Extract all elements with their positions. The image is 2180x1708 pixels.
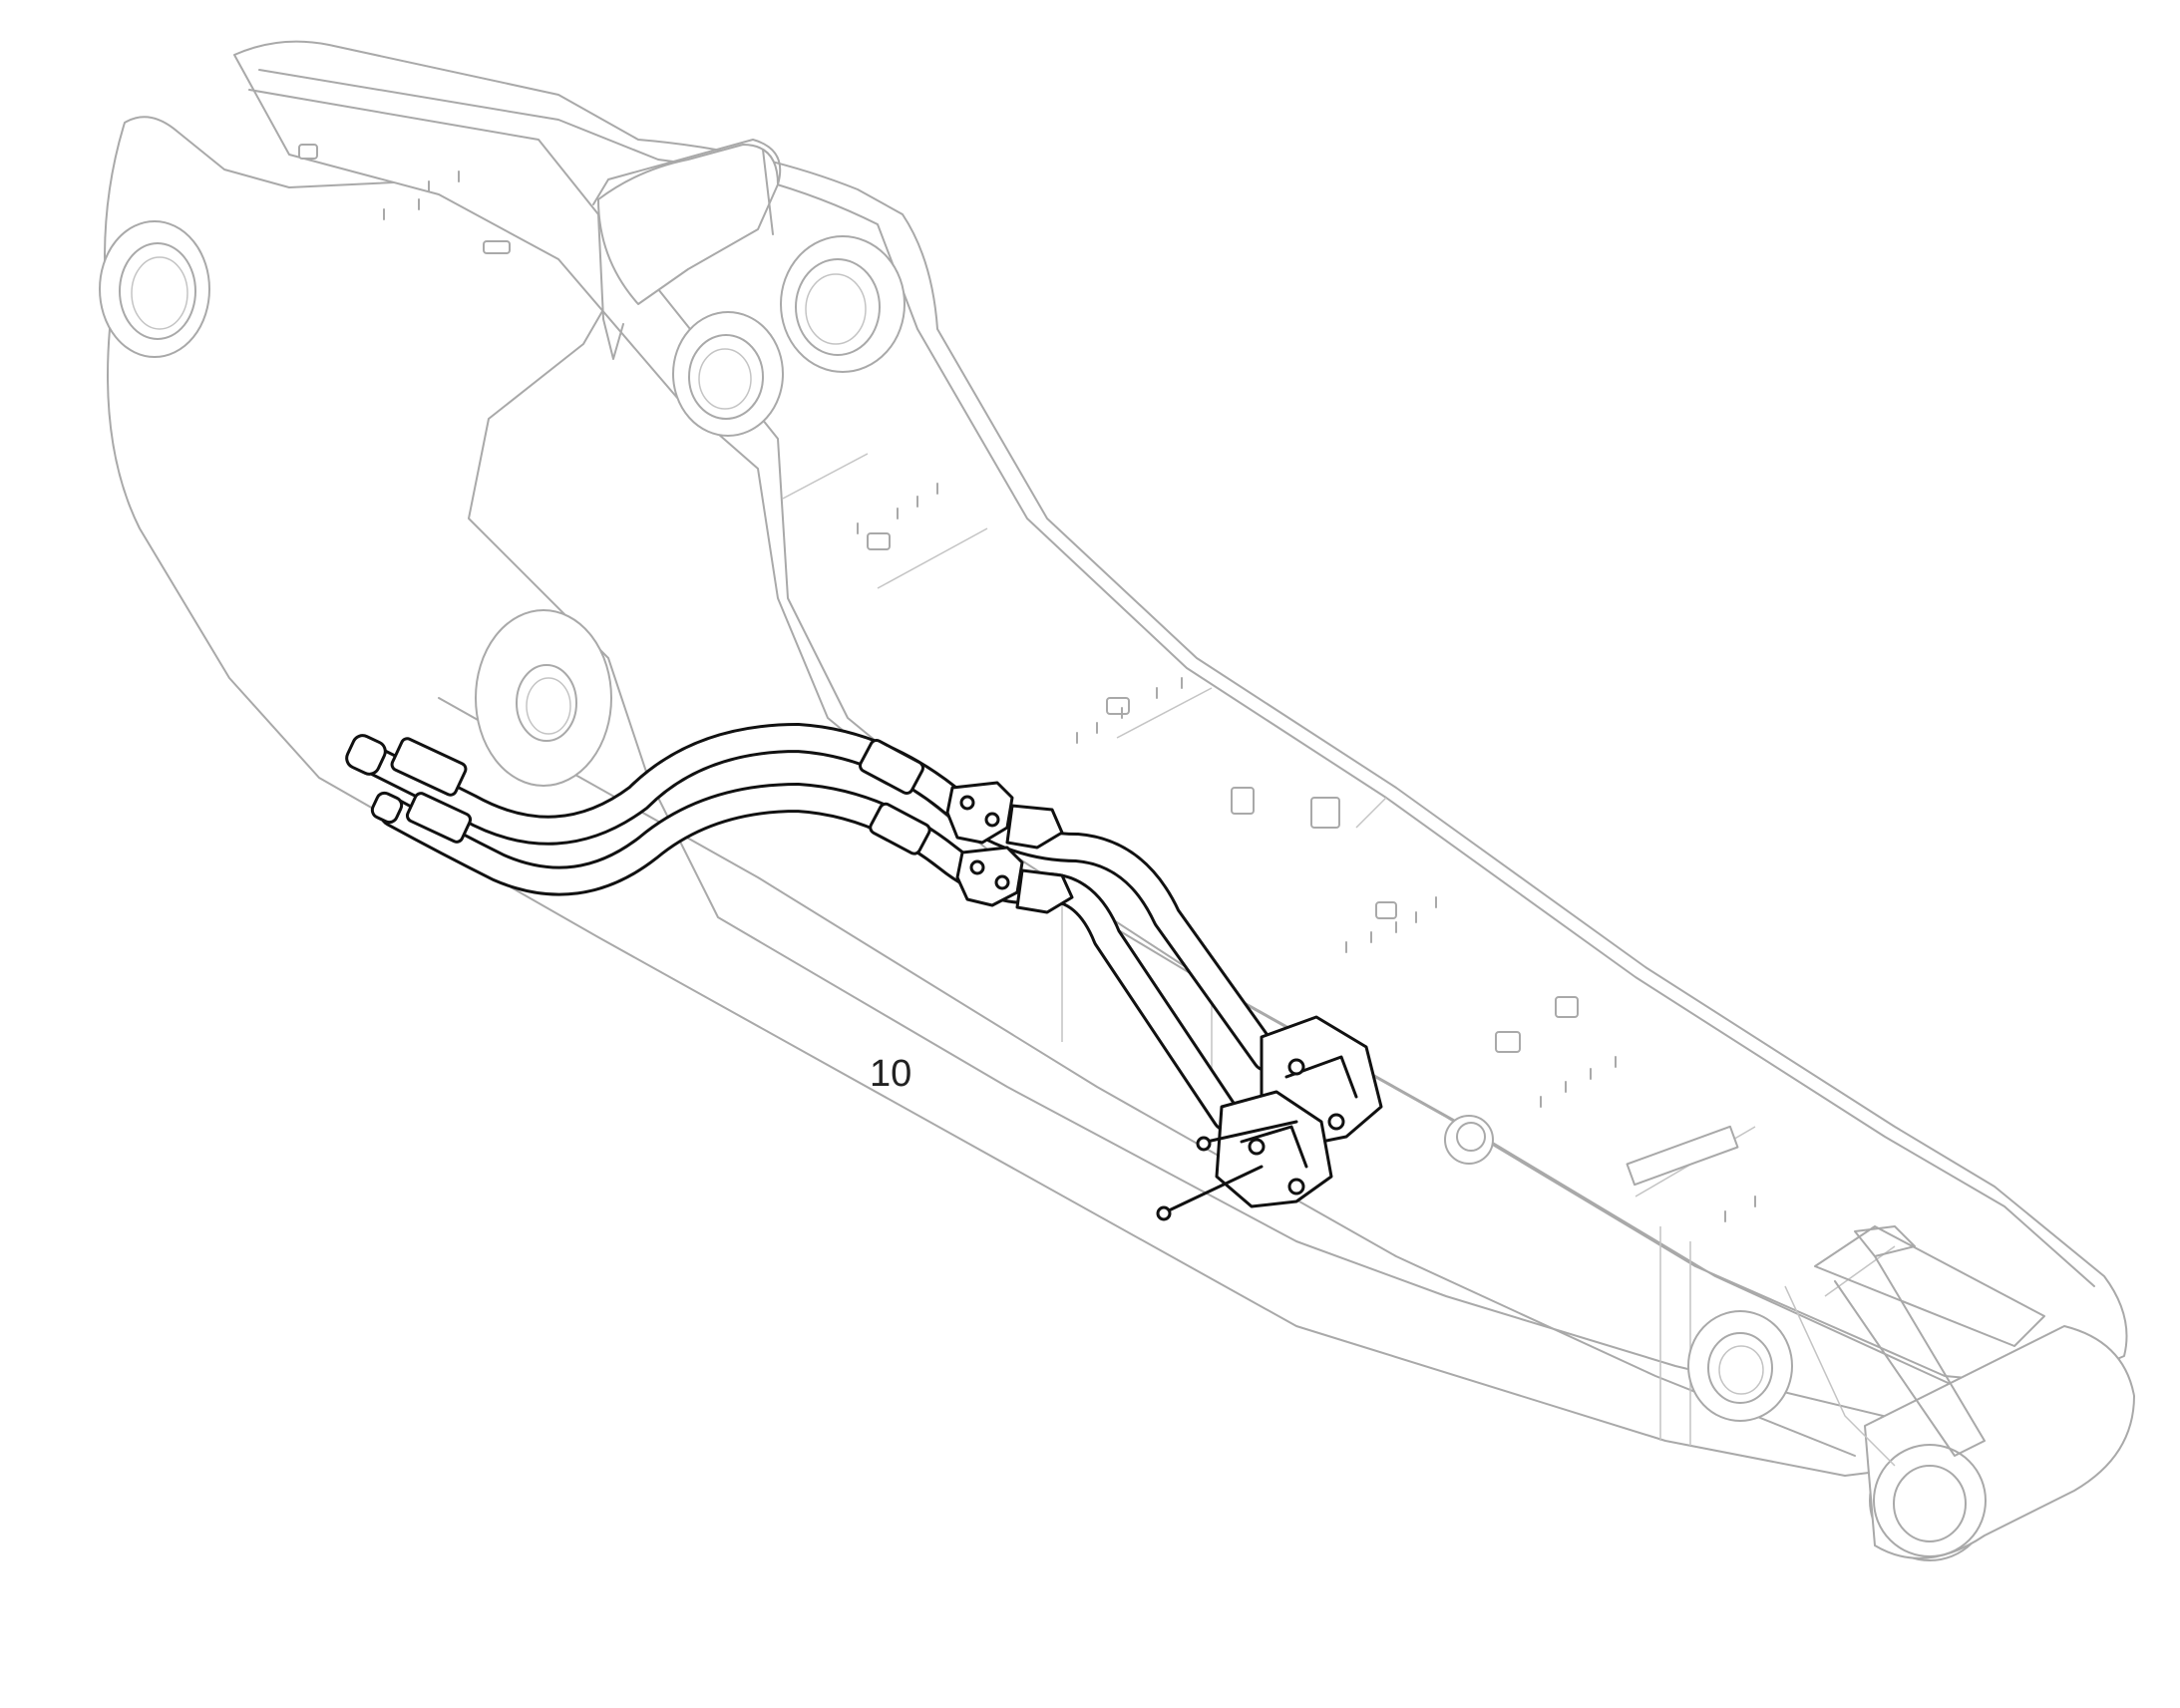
boom-lug-boss-lower bbox=[672, 311, 784, 437]
boom-bolt-holes bbox=[383, 171, 1756, 1222]
valve-block-lower bbox=[1215, 1090, 1333, 1208]
boom-mount-pad bbox=[1626, 1125, 1739, 1187]
hose-end-fitting-lower bbox=[405, 792, 473, 844]
boom-lug-boss-upper bbox=[780, 235, 906, 373]
flange-clamp-upper bbox=[945, 781, 1064, 850]
flange-clamp-lower bbox=[955, 846, 1074, 914]
boom-hook-guard bbox=[592, 139, 782, 360]
hose-assembly bbox=[345, 723, 1383, 1221]
boom-arm-pin-boss bbox=[1687, 1310, 1793, 1422]
boom-foot-boss bbox=[99, 220, 210, 358]
hose-end-fitting-upper bbox=[390, 737, 468, 797]
bleed-rod-lower bbox=[1165, 1165, 1264, 1213]
boom-cylinder-boss bbox=[475, 609, 612, 787]
boom-foot-bore bbox=[119, 242, 196, 340]
bleed-rod-upper bbox=[1205, 1120, 1298, 1144]
boom-lug-bracket bbox=[597, 144, 779, 305]
boom-flange-section-lines bbox=[782, 453, 1896, 1297]
boom-stiffener-lines bbox=[1061, 897, 1691, 1446]
boom-structure-ghost bbox=[99, 40, 2135, 1561]
boom-linkage-bracket bbox=[1814, 1225, 2045, 1457]
callout-label-10: 10 bbox=[870, 1053, 912, 1095]
